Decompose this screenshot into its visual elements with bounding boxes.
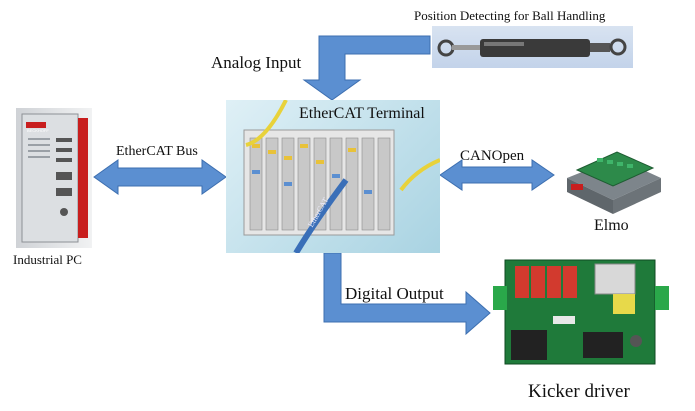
ethercat-bus-label: EtherCAT Bus: [116, 144, 198, 159]
industrial-pc-label: Industrial PC: [13, 252, 82, 267]
ethercat-terminal-image: EtherCAT: [226, 100, 440, 253]
kicker-driver-label: Kicker driver: [528, 381, 630, 402]
industrial-pc-image: BECKHOFF: [16, 108, 92, 248]
analog-input-arrow: [302, 35, 431, 101]
ethercat-bus-arrow: [93, 159, 227, 195]
analog-input-label: Analog Input: [211, 53, 302, 72]
elmo-driver-image: [557, 138, 667, 216]
digital-output-label: Digital Output: [345, 284, 444, 303]
canopen-label: CANOpen: [460, 148, 525, 164]
position-detecting-label: Position Detecting for Ball Handling: [414, 8, 606, 23]
pc-brand-text: BECKHOFF: [27, 128, 49, 133]
elmo-label: Elmo: [594, 217, 629, 234]
digital-output-arrow: [323, 252, 491, 336]
ethercat-terminal-label: EtherCAT Terminal: [299, 105, 425, 122]
kicker-driver-image: [491, 246, 671, 376]
position-sensor-image: [432, 26, 633, 68]
canopen-arrow: [439, 159, 555, 191]
